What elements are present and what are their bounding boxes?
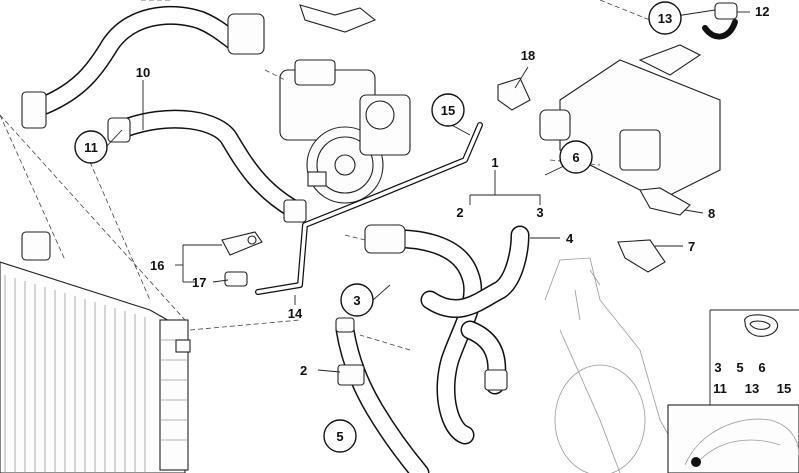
label-18: 18 [521, 48, 535, 63]
callout-3b-label: 3 [353, 293, 360, 308]
clip-7 [617, 239, 666, 273]
clamp-8 [639, 187, 691, 216]
callout-15-label: 15 [441, 103, 455, 118]
clamp-12 [714, 2, 738, 20]
hose-lower [335, 317, 430, 473]
water-pump [279, 59, 411, 204]
label-14: 14 [288, 306, 303, 321]
bracket-16 [221, 231, 263, 256]
hose-middle [107, 109, 307, 223]
label-16: 16 [150, 258, 164, 273]
label-10: 10 [136, 65, 150, 80]
label-8: 8 [708, 206, 715, 221]
legend-row2-item2: 13 [745, 381, 759, 396]
callout-11-label: 11 [84, 140, 98, 155]
label-1: 1 [491, 155, 498, 170]
leader-lines [0, 0, 750, 373]
legend-row1-item2: 5 [736, 360, 743, 375]
legend-row1-item1: 3 [714, 360, 721, 375]
legend-row2-item1: 11 [713, 381, 727, 396]
callout-13: 13 [648, 1, 682, 35]
radiator [0, 231, 191, 473]
clip-top [299, 4, 377, 33]
label-7: 7 [688, 239, 695, 254]
vent-pipe [255, 122, 483, 295]
callout-11: 11 [74, 130, 108, 164]
legend-row1-item3: 6 [758, 360, 765, 375]
hose-13 [702, 19, 738, 40]
label-4: 4 [566, 231, 574, 246]
label-2a: 2 [456, 205, 463, 220]
callout-5: 5 [323, 419, 357, 453]
engine-block [544, 257, 691, 473]
callout-6: 6 [559, 140, 593, 174]
label-17: 17 [192, 275, 206, 290]
callout-5-label: 5 [336, 429, 343, 444]
heater-valve [539, 44, 721, 201]
hose-upper [21, 5, 265, 129]
hose-main [364, 224, 530, 445]
locator-dot [691, 457, 701, 467]
clip-17 [224, 271, 248, 287]
label-3a: 3 [536, 205, 543, 220]
label-12: 12 [755, 4, 769, 19]
legend-row2-item3: 15 [777, 381, 791, 396]
callout-15: 15 [431, 93, 465, 127]
legend-box: 3 5 6 11 13 15 [667, 309, 799, 473]
clamp-18 [497, 77, 531, 111]
callout-6-label: 6 [572, 150, 579, 165]
label-2b: 2 [300, 363, 307, 378]
callout-3b: 3 [340, 283, 374, 317]
callout-13-label: 13 [658, 11, 672, 26]
